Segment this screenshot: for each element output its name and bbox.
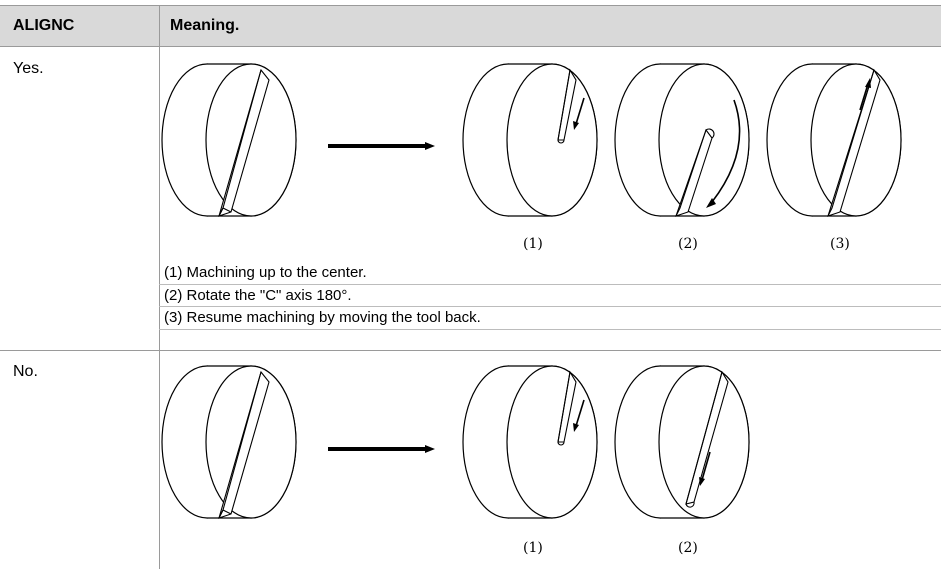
- note-divider: [159, 284, 941, 285]
- caption-no-2: (2): [678, 540, 698, 556]
- disc-no-step1: [462, 365, 598, 519]
- header-meaning: Meaning.: [170, 17, 240, 34]
- disc-yes-step2: [614, 63, 750, 217]
- note-1: (1) Machining up to the center.: [164, 264, 367, 281]
- note-divider: [159, 306, 941, 307]
- row-label-no: No.: [13, 363, 38, 380]
- table-header: ALIGNC Meaning.: [0, 5, 941, 47]
- caption-no-1: (1): [523, 540, 543, 556]
- row-label-yes: Yes.: [13, 60, 44, 77]
- note-3: (3) Resume machining by moving the tool …: [164, 309, 481, 326]
- note-divider: [159, 329, 941, 330]
- disc-yes-initial: [161, 63, 297, 217]
- disc-no-step2: [614, 365, 750, 519]
- disc-yes-step1: [462, 63, 598, 217]
- column-divider: [159, 5, 160, 569]
- disc-no-initial: [161, 365, 297, 519]
- note-2: (2) Rotate the "C" axis 180°.: [164, 287, 352, 304]
- caption-yes-3: (3): [830, 236, 850, 252]
- row-divider: [0, 350, 941, 351]
- disc-yes-step3: [766, 63, 902, 217]
- caption-yes-2: (2): [678, 236, 698, 252]
- header-alignc: ALIGNC: [13, 17, 75, 34]
- caption-yes-1: (1): [523, 236, 543, 252]
